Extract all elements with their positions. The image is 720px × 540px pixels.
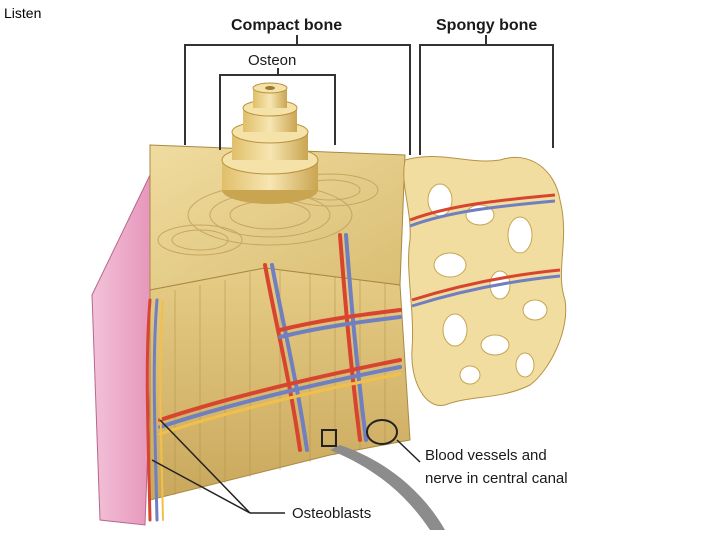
compact-bone-label: Compact bone — [231, 17, 342, 34]
osteon-cylinder — [222, 83, 318, 204]
blood-vessels-label-line1: Blood vessels and — [425, 447, 547, 464]
blood-vessels-leader — [397, 440, 420, 462]
blood-vessels-label-line2: nerve in central canal — [425, 470, 568, 487]
spongy-bone-label: Spongy bone — [436, 17, 537, 34]
osteon-label: Osteon — [248, 52, 296, 69]
spongy-bone — [404, 156, 566, 405]
osteoblasts-label: Osteoblasts — [292, 505, 371, 522]
